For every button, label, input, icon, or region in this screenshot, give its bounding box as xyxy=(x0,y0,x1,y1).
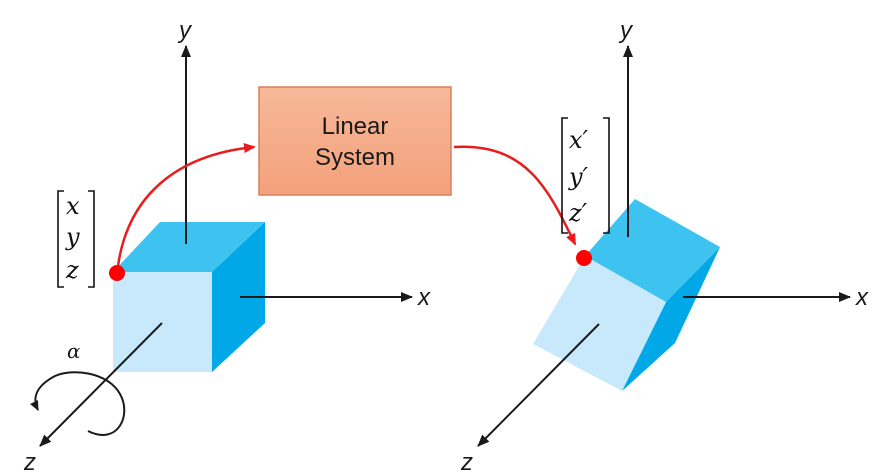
left-z-axis-label: z xyxy=(23,449,36,475)
right-z-axis xyxy=(477,323,600,447)
left-z-axis xyxy=(39,322,163,447)
left-frame: y x z α x y z xyxy=(23,17,431,475)
left-point xyxy=(109,265,125,281)
right-x-axis-label: x xyxy=(855,284,869,311)
right-vector-bracket-right xyxy=(603,117,610,234)
left-cube-top-face xyxy=(113,222,265,272)
left-vector-x: x xyxy=(66,192,80,220)
left-y-axis-label: y xyxy=(177,17,193,44)
left-x-axis-label: x xyxy=(417,284,431,311)
linear-system-line1: Linear xyxy=(322,113,389,140)
left-vector-bracket-right xyxy=(88,190,95,288)
right-vector-x: x′ xyxy=(569,126,589,154)
output-flow-arrow xyxy=(453,145,577,246)
left-vector-y: y xyxy=(65,223,80,251)
left-vector: x y z xyxy=(57,190,95,288)
right-cube-side-face xyxy=(622,247,720,391)
rotation-arc xyxy=(29,371,126,436)
left-cube-side-face xyxy=(212,222,265,372)
left-vector-bracket-left xyxy=(57,190,64,288)
linear-system-box: Linear System xyxy=(258,86,452,196)
right-point xyxy=(576,250,592,266)
right-vector-bracket-left xyxy=(561,117,568,234)
rotation-alpha-label: α xyxy=(67,339,81,363)
linear-system-line2: System xyxy=(315,144,395,171)
input-flow-arrow xyxy=(116,143,256,267)
right-cube-top-face xyxy=(585,199,720,302)
right-z-axis-label: z xyxy=(460,449,473,475)
right-frame: y x z x′ y′ z′ xyxy=(460,17,869,475)
right-vector: x′ y′ z′ xyxy=(561,117,610,234)
right-vector-y: y′ xyxy=(568,163,589,191)
right-y-axis-label: y xyxy=(618,17,634,44)
right-vector-z: z′ xyxy=(568,199,588,227)
linear-system-rect xyxy=(258,86,452,196)
left-vector-z: z xyxy=(65,256,79,284)
